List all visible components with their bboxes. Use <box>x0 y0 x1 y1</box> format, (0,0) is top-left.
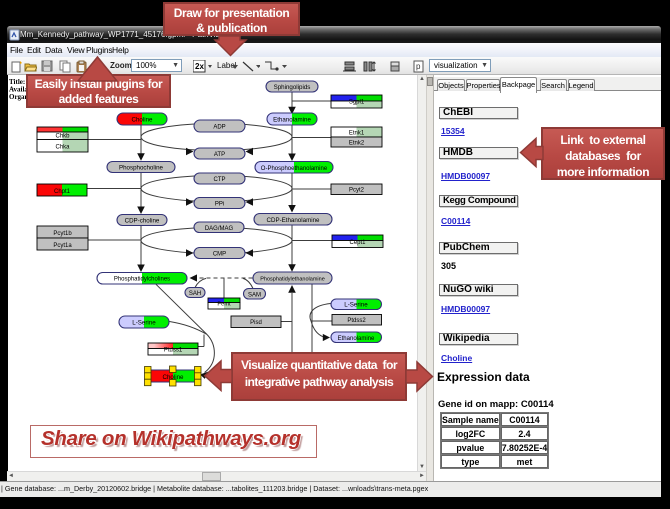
svg-text:2x: 2x <box>195 62 204 71</box>
svg-text:p: p <box>416 62 421 71</box>
